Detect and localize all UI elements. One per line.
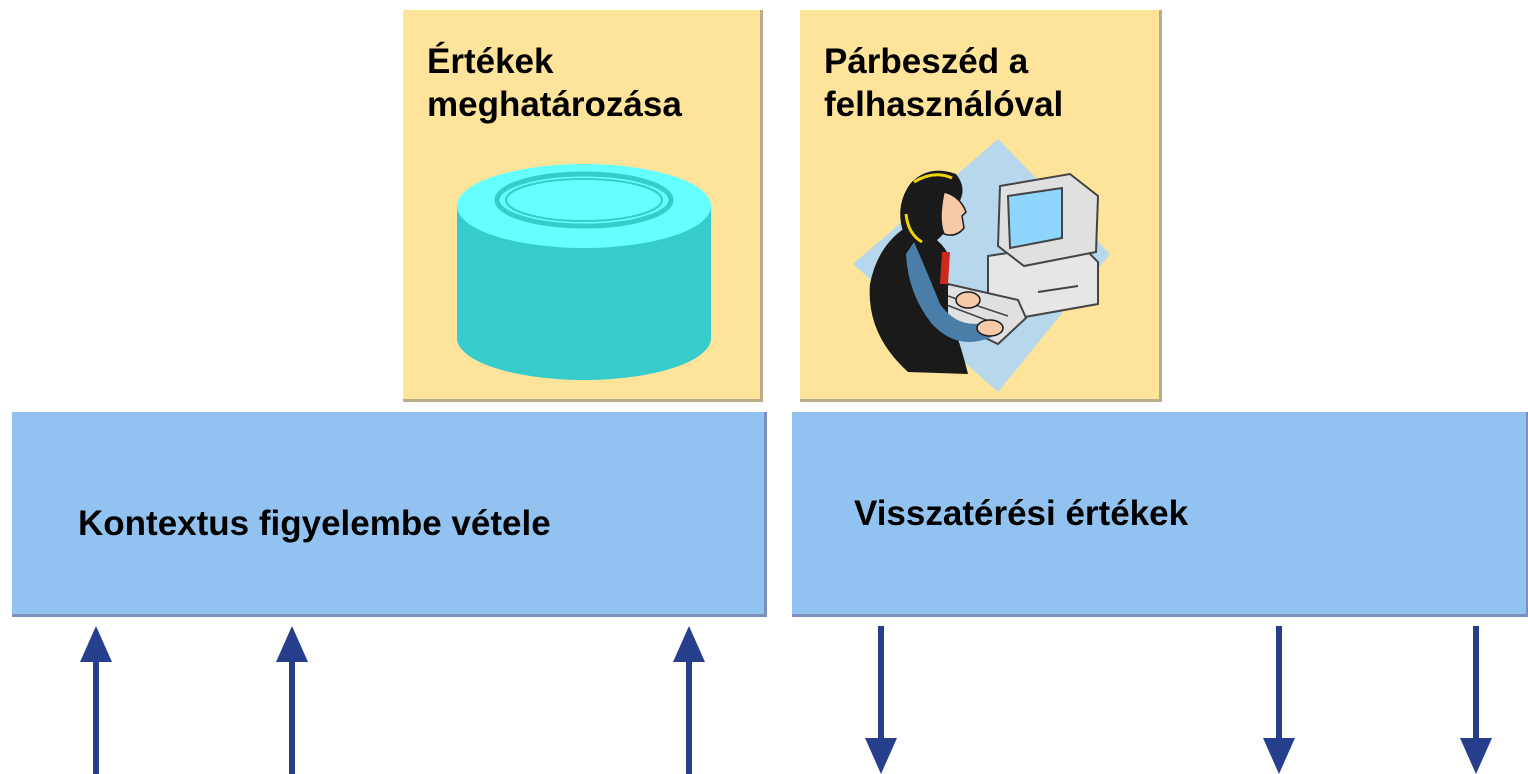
- dialog-card: Párbeszéd a felhasználóval: [800, 10, 1162, 402]
- output-arrow: [865, 626, 897, 774]
- values-card-title-line2: meghatározása: [427, 85, 682, 124]
- dialog-card-title-line1: Párbeszéd a: [824, 42, 1029, 81]
- dialog-card-title-line2: felhasználóval: [824, 85, 1064, 124]
- database-cylinder-icon: [457, 164, 711, 380]
- returns-band: Visszatérési értékek: [792, 412, 1528, 617]
- values-card: Értékek meghatározása: [403, 10, 763, 402]
- values-card-title: Értékek meghatározása: [427, 40, 682, 126]
- context-band: Kontextus figyelembe vétele: [12, 412, 767, 617]
- user-at-computer-icon: [853, 139, 1110, 392]
- context-band-label: Kontextus figyelembe vétele: [78, 504, 551, 543]
- dialog-card-title: Párbeszéd a felhasználóval: [824, 40, 1063, 126]
- output-arrow: [1263, 626, 1295, 774]
- returns-band-label: Visszatérési értékek: [854, 494, 1189, 533]
- output-arrow: [1460, 626, 1492, 774]
- input-arrow: [673, 626, 705, 774]
- input-arrow: [80, 626, 112, 774]
- input-arrow: [276, 626, 308, 774]
- input-arrows: [80, 626, 1492, 774]
- values-card-title-line1: Értékek: [427, 42, 554, 81]
